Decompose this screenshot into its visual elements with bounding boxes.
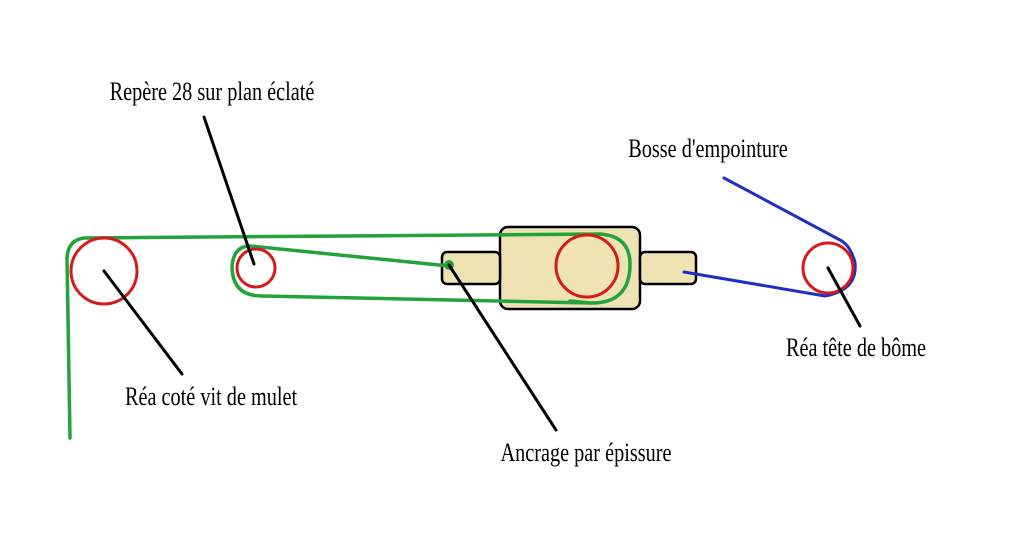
block-right-lug	[638, 250, 698, 286]
leader-repere-28	[202, 115, 256, 266]
leader-ancrage	[447, 263, 558, 432]
sheave-cote-vit-de-mulet	[69, 236, 139, 306]
green-rope-main	[65, 232, 632, 440]
label-rea-cote-vit-de-mulet: Réa coté vit de mulet	[125, 383, 298, 412]
blue-rope-path	[682, 176, 857, 298]
label-bosse-empointure: Bosse d'empointure	[628, 135, 788, 164]
sheave-repere-28	[235, 247, 277, 289]
green-rope-loop	[230, 244, 592, 305]
leader-lines	[102, 115, 862, 432]
blue-rope	[682, 176, 857, 298]
leader-rea-cote	[102, 269, 184, 376]
sheaves	[69, 233, 855, 306]
block-assembly	[440, 225, 698, 311]
label-repere-28: Repère 28 sur plan éclaté	[110, 78, 315, 107]
sheave-block	[554, 233, 620, 299]
label-rea-tete-de-bome: Réa tête de bôme	[786, 334, 926, 363]
labels: Repère 28 sur plan éclaté Bosse d'empoin…	[110, 78, 926, 468]
leader-rea-tete	[826, 266, 862, 328]
green-rope	[65, 232, 632, 440]
label-ancrage-epissure: Ancrage par épissure	[500, 439, 671, 468]
sheave-tete-de-bome	[801, 241, 855, 295]
